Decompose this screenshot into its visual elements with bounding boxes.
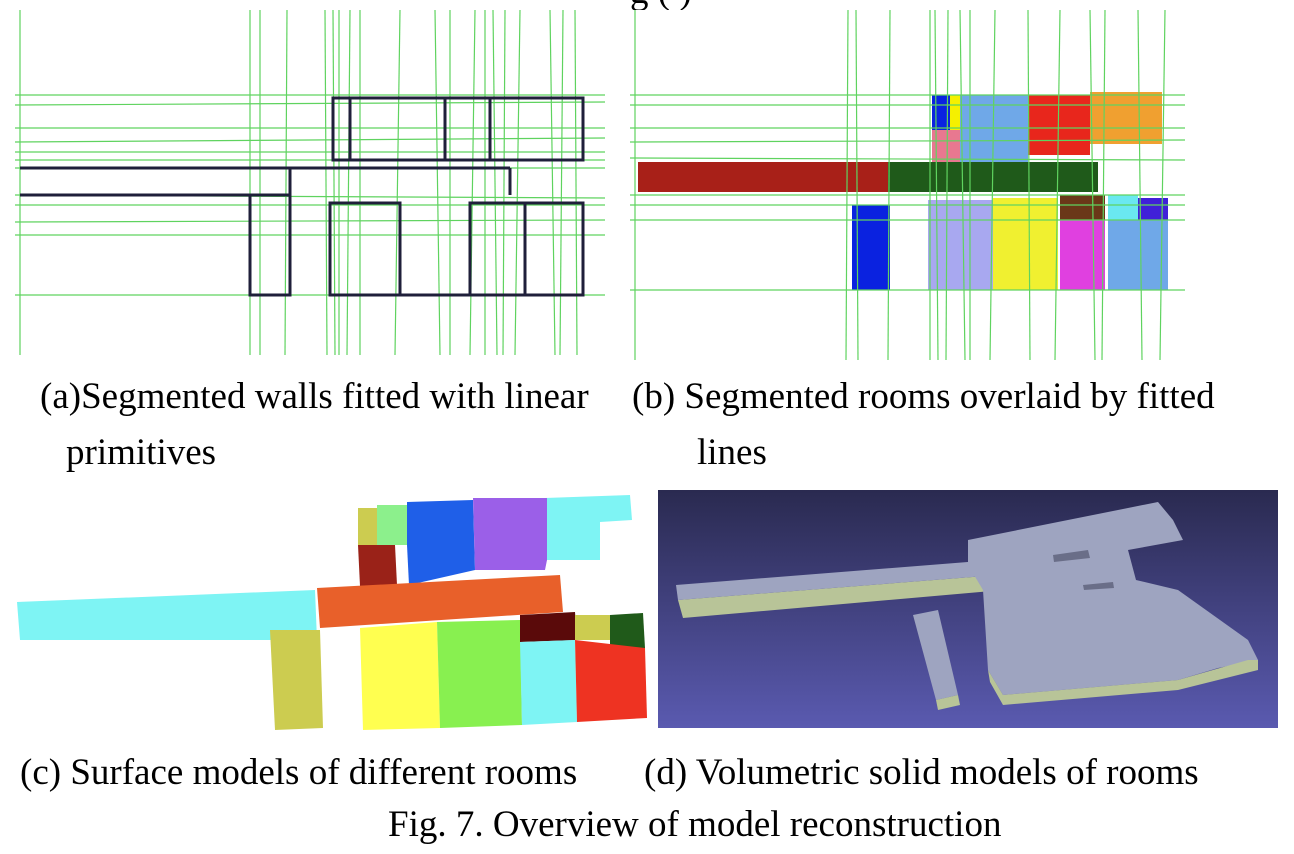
fitted-lines-b — [630, 10, 1185, 360]
panel-d-caption: Volumetric solid models of rooms — [695, 752, 1199, 793]
figure-number: Fig. 7. — [388, 804, 484, 845]
caption-a-continuation: primitives — [66, 432, 217, 473]
panel-a-walls-image — [15, 10, 605, 355]
panel-d-label: (d) — [644, 752, 688, 793]
caption-b-continuation: lines — [697, 432, 767, 473]
cropped-heading-fragment: g ( ) — [630, 0, 692, 13]
solid-room-models — [676, 502, 1258, 710]
panel-c-surface-models-image — [15, 490, 655, 740]
figure-caption: Fig. 7. Overview of model reconstruction — [388, 800, 1001, 850]
panel-c-label: (c) — [20, 752, 62, 793]
panel-d-volumetric-models-image — [658, 490, 1278, 728]
surface-room-models — [17, 495, 647, 730]
panel-a-caption-line1: Segmented walls fitted with linear — [81, 376, 589, 417]
panel-b-rooms-image — [630, 10, 1185, 360]
panel-b-label: (b) — [632, 376, 676, 417]
caption-d: (d) Volumetric solid models of rooms — [644, 748, 1199, 798]
panel-c-caption: Surface models of different rooms — [70, 752, 578, 793]
segmented-walls — [20, 96, 585, 297]
caption-a: (a)Segmented walls fitted with linear — [40, 372, 589, 422]
figure-title: Overview of model reconstruction — [492, 804, 1002, 845]
panel-a-label: (a) — [40, 376, 82, 417]
caption-c: (c) Surface models of different rooms — [20, 748, 577, 798]
panel-b-caption-line1: Segmented rooms overlaid by fitted — [684, 376, 1215, 417]
caption-b: (b) Segmented rooms overlaid by fitted — [632, 372, 1215, 422]
